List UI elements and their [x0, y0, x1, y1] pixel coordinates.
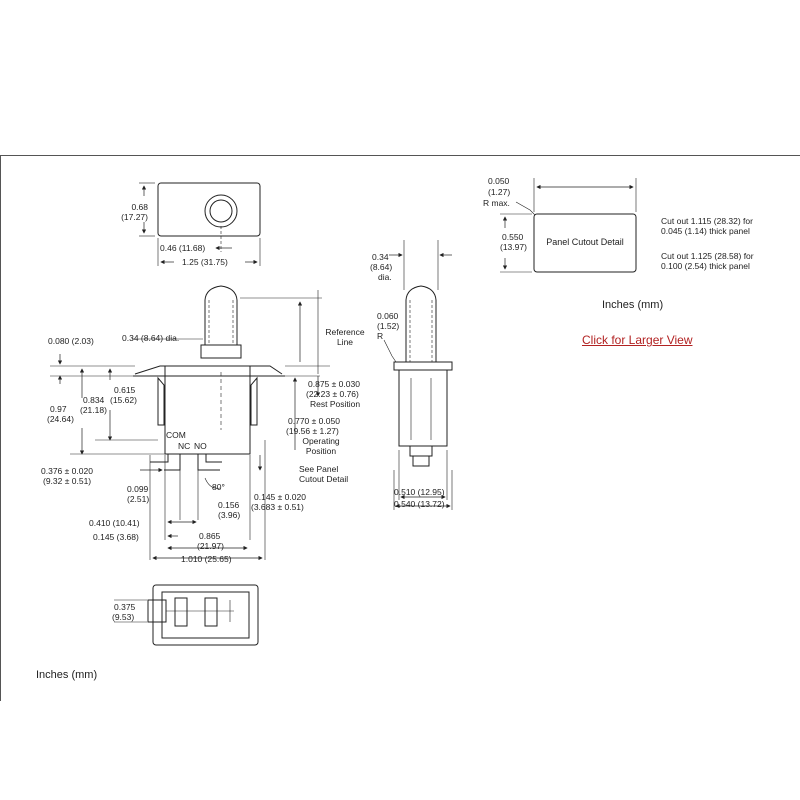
side-radius-r-label: R [377, 331, 384, 341]
flange-thickness-label: 0.080 (2.03) [48, 336, 94, 346]
bottom-dim-mm-label: (9.53) [112, 612, 135, 622]
reference-label-1: Reference [325, 327, 365, 337]
rest-position-label-3: Rest Position [310, 399, 361, 409]
com-label: COM [166, 430, 186, 440]
bottom-dim-label: 0.375 [114, 602, 136, 612]
cutout-note-2-line-2: 0.100 (2.54) thick panel [661, 261, 750, 271]
side-radius-mm-label: (1.52) [377, 321, 400, 331]
cutout-title: Panel Cutout Detail [546, 237, 624, 247]
operating-position-label-3: Operating [302, 436, 340, 446]
dim-097-mm-label: (24.64) [47, 414, 74, 424]
reference-label-2: Line [336, 337, 354, 347]
cutout-radius-label: 0.050 [488, 176, 510, 186]
larger-view-link[interactable]: Click for Larger View [582, 333, 693, 347]
dim-0145-right-label: 0.145 ± 0.020 [254, 492, 306, 502]
dim-0834-label: 0.834 [83, 395, 105, 405]
dim-0865-mm-label: (21.97) [197, 541, 224, 551]
side-radius-label: 0.060 [377, 311, 399, 321]
dim-0376-mm-label: (9.32 ± 0.51) [43, 476, 92, 486]
nc-label: NC [178, 441, 191, 451]
dim-0145-right-mm-label: (3.683 ± 0.51) [251, 502, 304, 512]
side-view [384, 240, 452, 510]
rest-position-label-1: 0.875 ± 0.030 [308, 379, 360, 389]
bottom-view [114, 585, 258, 645]
units-label: Inches (mm) [36, 669, 98, 681]
side-dia-word-label: dia. [378, 272, 392, 282]
plunger-dia-label: 0.34 (8.64) dia. [122, 333, 180, 343]
panel-cutout-view [500, 178, 636, 272]
dim-0145-left-label: 0.145 (3.68) [93, 532, 139, 542]
dim-0410-label: 0.410 (10.41) [89, 518, 140, 528]
side-width-a-label: 0.510 (12.95) [394, 487, 445, 497]
side-dia-label: 0.34 [372, 252, 389, 262]
operating-position-label-4: Position [305, 446, 337, 456]
dim-097-label: 0.97 [50, 404, 67, 414]
side-dia-mm-label: (8.64) [370, 262, 393, 272]
dim-0834-mm-label: (21.18) [80, 405, 107, 415]
cutout-height-label: 0.550 [502, 232, 524, 242]
angle-label: 80° [212, 482, 225, 492]
cutout-note-1-line-2: 0.045 (1.14) thick panel [661, 226, 750, 236]
cutout-note-1-line-1: Cut out 1.115 (28.32) for [661, 216, 753, 226]
top-height-mm-label: (17.27) [121, 212, 148, 222]
dim-0376-label: 0.376 ± 0.020 [41, 466, 93, 476]
see-panel-label-2: Cutout Detail [299, 474, 349, 484]
cutout-radius-mm-label: (1.27) [488, 187, 511, 197]
dim-0615-label: 0.615 [114, 385, 136, 395]
dim-0615-mm-label: (15.62) [110, 395, 137, 405]
drawing-frame [0, 155, 800, 701]
dim-0156-mm-label: (3.96) [218, 510, 241, 520]
dim-1010-label: 1.010 (25.65) [181, 554, 232, 564]
cutout-height-mm-label: (13.97) [500, 242, 527, 252]
front-view [50, 286, 330, 561]
top-height-label: 0.68 [131, 202, 148, 212]
dim-0099-label: 0.099 [127, 484, 149, 494]
dim-0099-mm-label: (2.51) [127, 494, 150, 504]
operating-position-label-2: (19.56 ± 1.27) [286, 426, 339, 436]
top-view [139, 183, 260, 266]
side-width-b-label: 0.540 (13.72) [394, 499, 445, 509]
no-label: NO [194, 441, 207, 451]
see-panel-label-1: See Panel [299, 464, 339, 474]
top-width-b-label: 1.25 (31.75) [182, 257, 228, 267]
rest-position-label-2: (22.23 ± 0.76) [306, 389, 359, 399]
top-width-a-label: 0.46 (11.68) [160, 243, 206, 253]
dim-0865-label: 0.865 [199, 531, 221, 541]
cutout-units-label: Inches (mm) [602, 299, 664, 311]
dim-0156-label: 0.156 [218, 500, 240, 510]
cutout-note-2-line-1: Cut out 1.125 (28.58) for [661, 251, 754, 261]
cutout-radius-rmax-label: R max. [483, 198, 510, 208]
operating-position-label-1: 0.770 ± 0.050 [288, 416, 340, 426]
